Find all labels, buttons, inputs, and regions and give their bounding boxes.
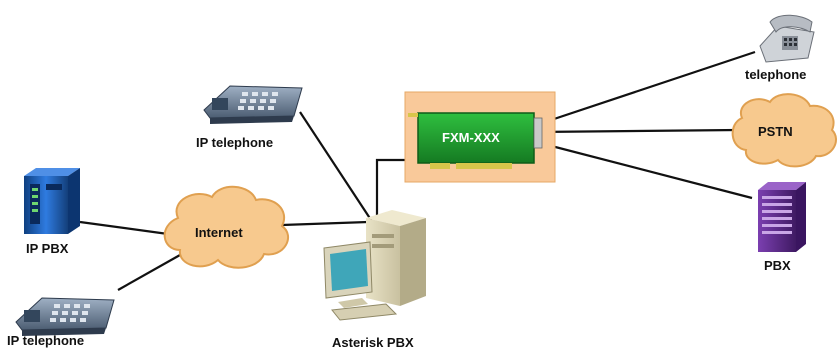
pbx-cabinet-icon: [758, 182, 806, 252]
link-internet-asterisk: [281, 220, 369, 227]
connections: [79, 50, 756, 291]
label-internet: Internet: [195, 225, 243, 240]
ip-phone-icon: [203, 85, 303, 124]
pstn-cloud-icon: [731, 93, 837, 168]
link-ip-pbx-internet: [79, 220, 169, 236]
link-ip-phone-bottom-internet: [117, 254, 181, 291]
ip-phone-icon: [15, 297, 115, 336]
desk-phone-icon: [759, 14, 815, 63]
desktop-computer-icon: [323, 210, 426, 321]
internet-cloud-icon: [163, 185, 289, 269]
link-card-pstn: [535, 128, 739, 134]
label-asterisk-pbx: Asterisk PBX: [332, 335, 414, 350]
label-fxm-card: FXM-XXX: [442, 130, 500, 145]
pci-card-icon: [404, 91, 556, 183]
label-telephone: telephone: [745, 67, 807, 82]
label-pbx: PBX: [764, 258, 791, 273]
label-ip-telephone-top: IP telephone: [196, 135, 274, 150]
link-ip-phone-top-asterisk: [299, 111, 376, 227]
link-asterisk-card: [375, 158, 418, 218]
label-pstn: PSTN: [758, 124, 793, 139]
link-card-telephone: [535, 50, 756, 127]
label-ip-telephone-bottom: IP telephone: [7, 333, 85, 348]
label-ip-pbx: IP PBX: [26, 241, 69, 256]
link-card-pbx: [535, 140, 753, 200]
server-tower-icon: [24, 168, 80, 234]
